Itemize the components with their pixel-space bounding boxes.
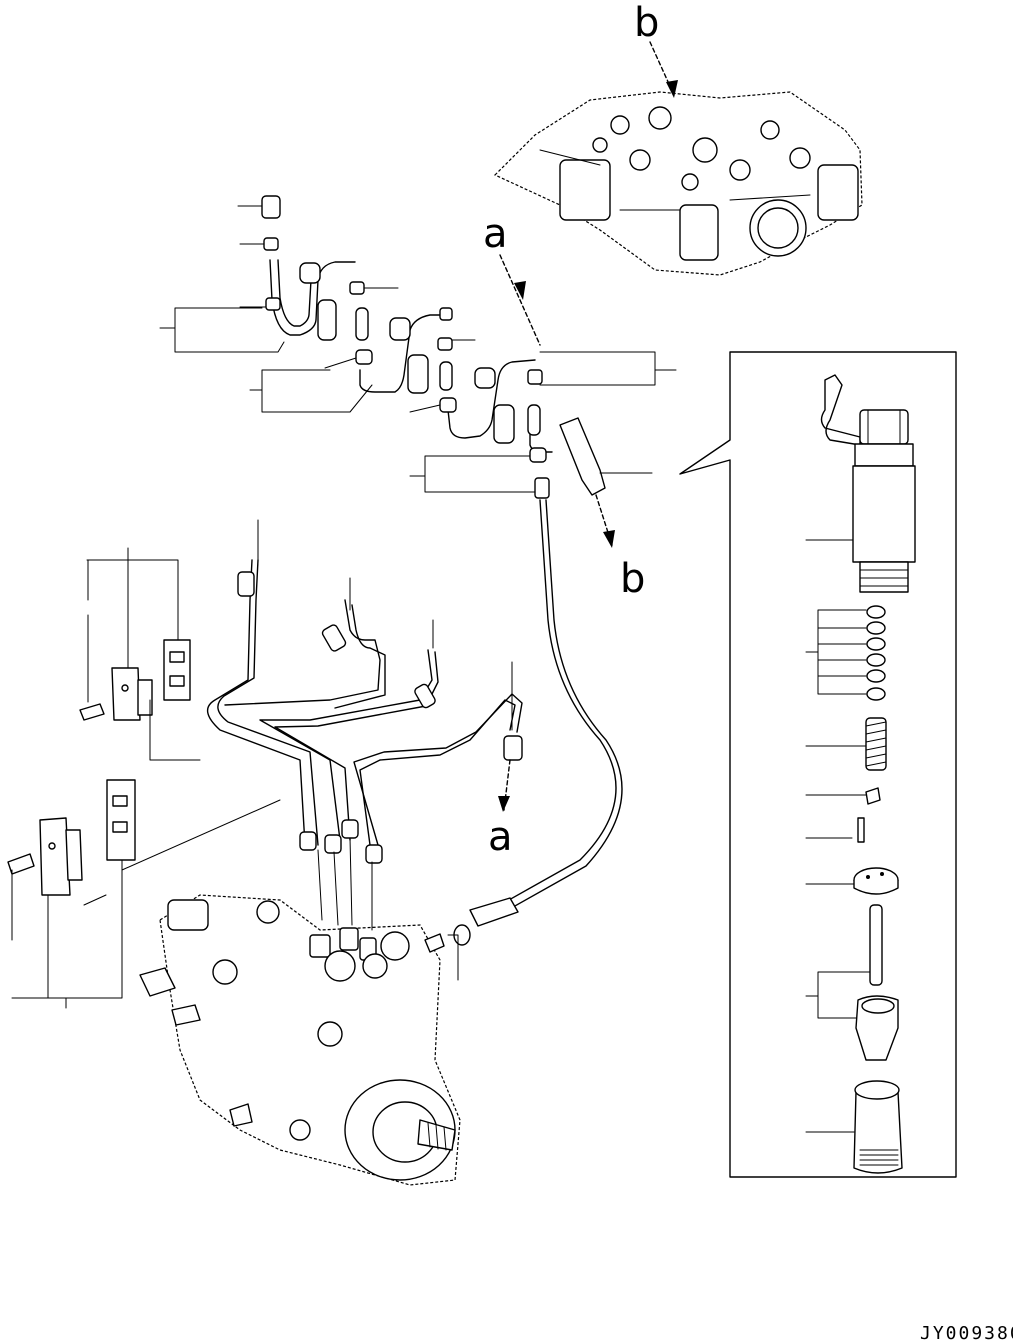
spring (805, 717, 887, 771)
washer-stack (805, 605, 886, 701)
injector-detail-panel (679, 351, 957, 1178)
arrow-b-top (649, 41, 678, 98)
drawing-number: JY009380 (920, 1323, 1013, 1344)
injector-cluster (159, 195, 677, 548)
ref-label-b-middle: b (620, 556, 645, 602)
injection-pipe-set (207, 519, 523, 864)
arrow-a-bottom (498, 759, 511, 812)
ref-label-a-bottom: a (488, 814, 513, 860)
injection-pump (139, 837, 519, 1186)
leak-off-hose (499, 499, 617, 906)
ref-label-a-top: a (483, 211, 508, 257)
clamp-set-lower (7, 779, 281, 1009)
cylinder-head (493, 91, 863, 276)
clamp-set-upper (79, 547, 201, 761)
arrow-a-top (499, 254, 541, 346)
ref-label-b-top: b (634, 0, 659, 46)
